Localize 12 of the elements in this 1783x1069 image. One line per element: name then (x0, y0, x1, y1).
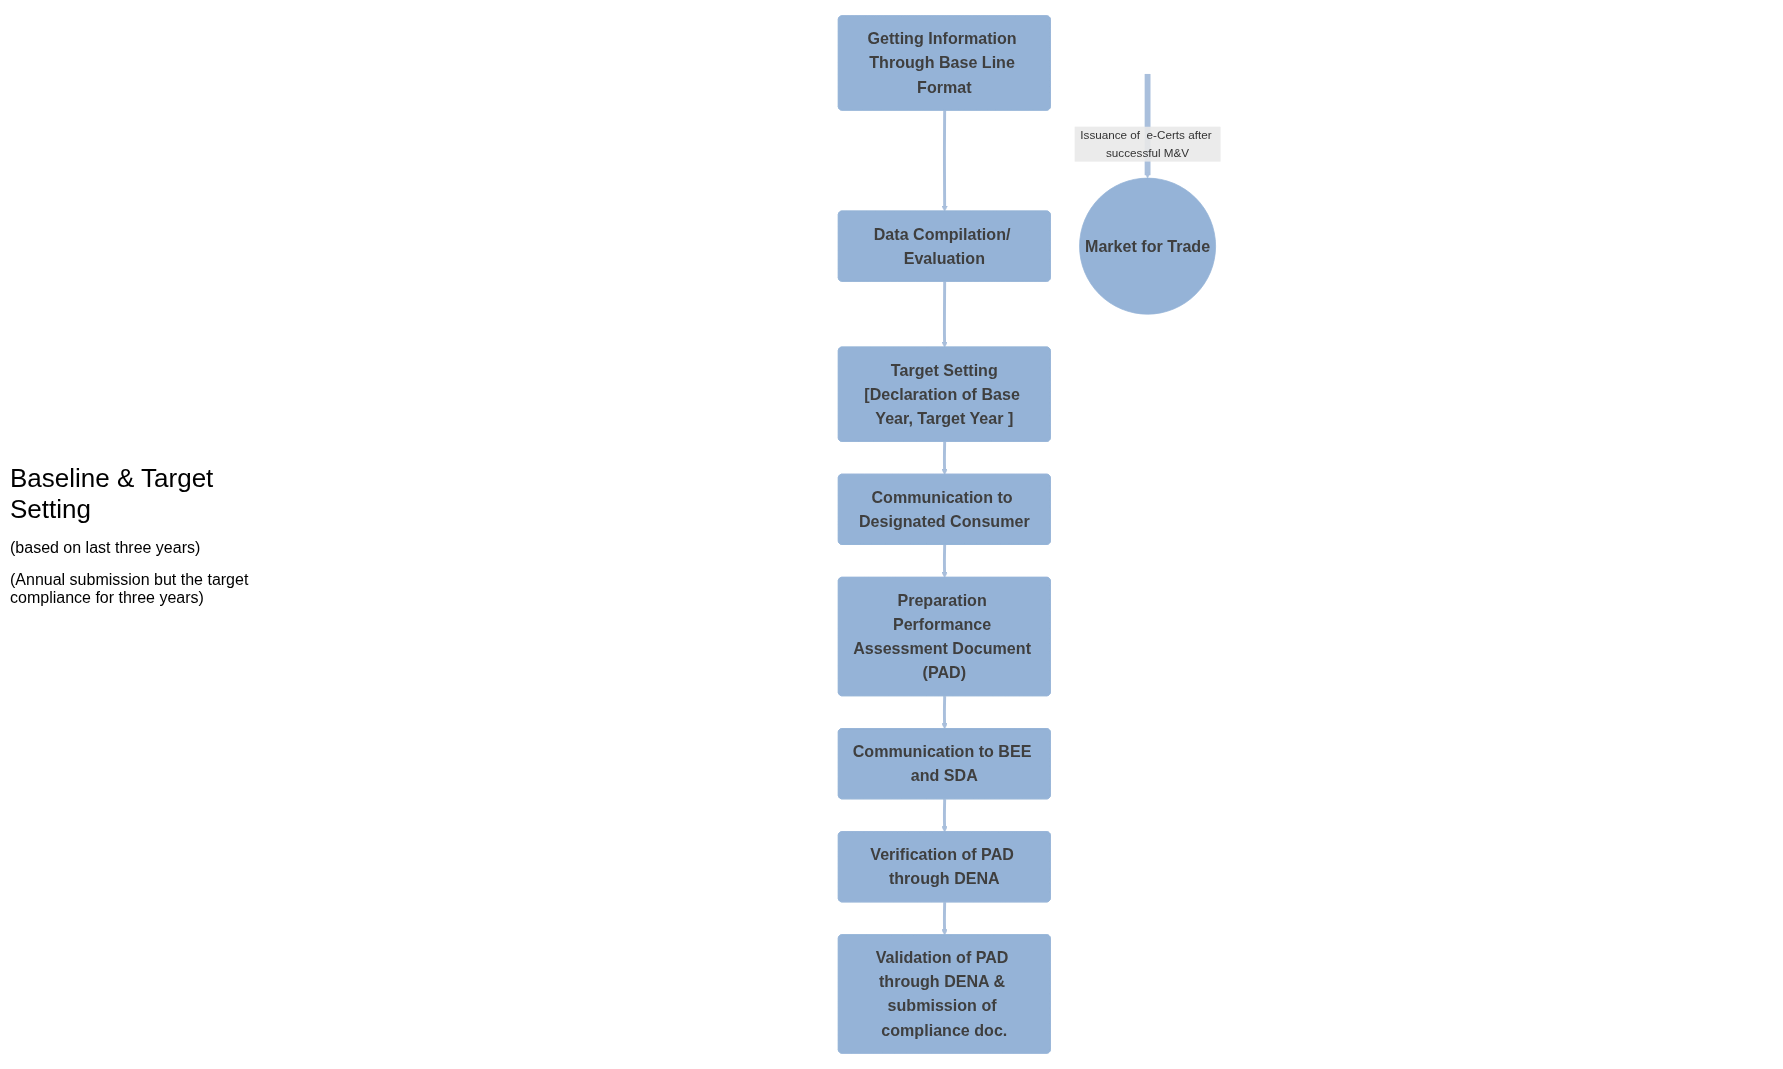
section-heading: Baseline & Target Setting (10, 462, 215, 525)
arrow (941, 281, 948, 348)
arrow (941, 799, 948, 833)
arrow (941, 544, 948, 578)
arrow (941, 696, 948, 730)
arrow (941, 441, 948, 475)
node-circle: Market for Trade (1079, 177, 1216, 315)
arrow (941, 902, 948, 936)
edge-label: Issuance of e-Certs after successful M&V (1080, 128, 1212, 159)
note: (based on last three years) (10, 538, 202, 557)
side-note: (Annual submission but the target compliance for three years) (10, 570, 250, 607)
arrow (941, 110, 948, 212)
